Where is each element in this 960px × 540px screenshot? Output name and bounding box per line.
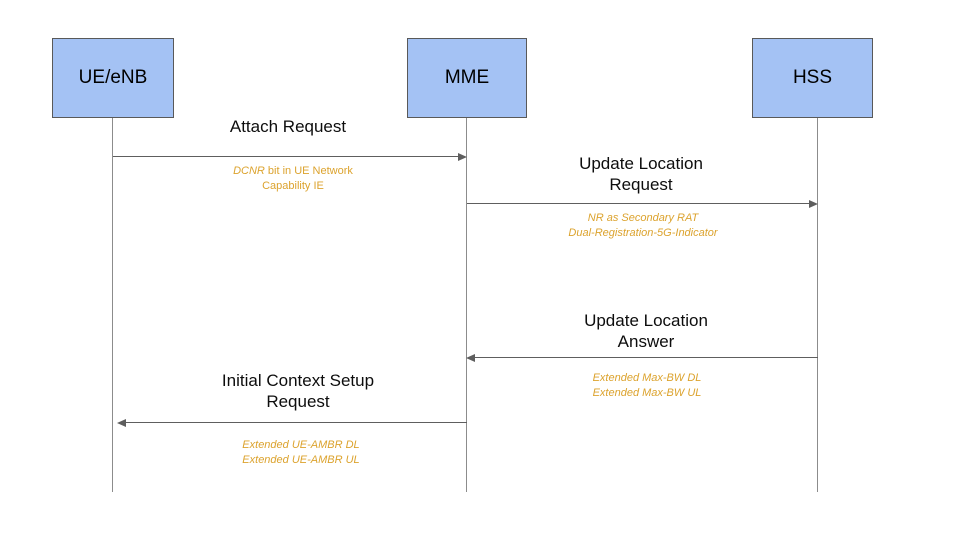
entity-hss-label: HSS — [792, 67, 833, 88]
message-label-initial-context-setup-request: Initial Context Setup Request — [168, 370, 428, 412]
arrow-initial-context-setup-request — [125, 422, 467, 423]
note-line: Dual-Registration-5G-Indicator — [568, 227, 718, 239]
note-update-location-request-params: NR as Secondary RAT Dual-Registration-5G… — [513, 211, 773, 241]
message-label-line: Attach Request — [229, 117, 347, 136]
note-line: NR as Secondary RAT — [587, 212, 699, 224]
entity-hss: HSS — [752, 38, 873, 118]
message-label-attach-request: Attach Request — [158, 116, 418, 137]
lifeline-ue-enb — [112, 118, 113, 492]
arrowhead-right-icon — [458, 152, 467, 161]
arrow-update-location-request — [467, 203, 811, 204]
arrow-update-location-answer — [474, 357, 818, 358]
message-label-line: Update Location — [584, 311, 708, 330]
arrowhead-left-icon — [466, 353, 475, 362]
note-line: Extended Max-BW UL — [592, 387, 702, 399]
entity-ue-enb-label: UE/eNB — [78, 67, 148, 88]
note-line: DCNR bit in UE Network — [163, 164, 423, 179]
note-regular-part: bit in UE Network — [264, 165, 353, 177]
note-line: Capability IE — [262, 180, 324, 192]
message-label-line: Answer — [617, 332, 675, 351]
entity-mme: MME — [407, 38, 527, 118]
lifeline-mme — [466, 118, 467, 492]
arrow-attach-request — [113, 156, 460, 157]
note-line: Extended Max-BW DL — [592, 372, 702, 384]
message-label-update-location-answer: Update Location Answer — [516, 310, 776, 352]
message-label-line: Request — [266, 392, 330, 411]
message-label-line: Request — [609, 175, 673, 194]
note-update-location-answer-params: Extended Max-BW DL Extended Max-BW UL — [517, 371, 777, 401]
lifeline-hss — [817, 118, 818, 492]
note-line: Extended UE-AMBR DL — [242, 439, 360, 451]
note-attach-request-params: DCNR bit in UE Network Capability IE — [163, 164, 423, 194]
note-italic-part: DCNR — [233, 165, 265, 177]
entity-mme-label: MME — [444, 67, 490, 88]
message-label-line: Initial Context Setup — [221, 371, 375, 390]
note-line: Extended UE-AMBR UL — [242, 454, 360, 466]
entity-ue-enb: UE/eNB — [52, 38, 174, 118]
message-label-line: Update Location — [579, 154, 703, 173]
arrowhead-left-icon — [117, 418, 126, 427]
arrowhead-right-icon — [809, 199, 818, 208]
note-initial-context-setup-params: Extended UE-AMBR DL Extended UE-AMBR UL — [171, 438, 431, 468]
message-label-update-location-request: Update Location Request — [511, 153, 771, 195]
